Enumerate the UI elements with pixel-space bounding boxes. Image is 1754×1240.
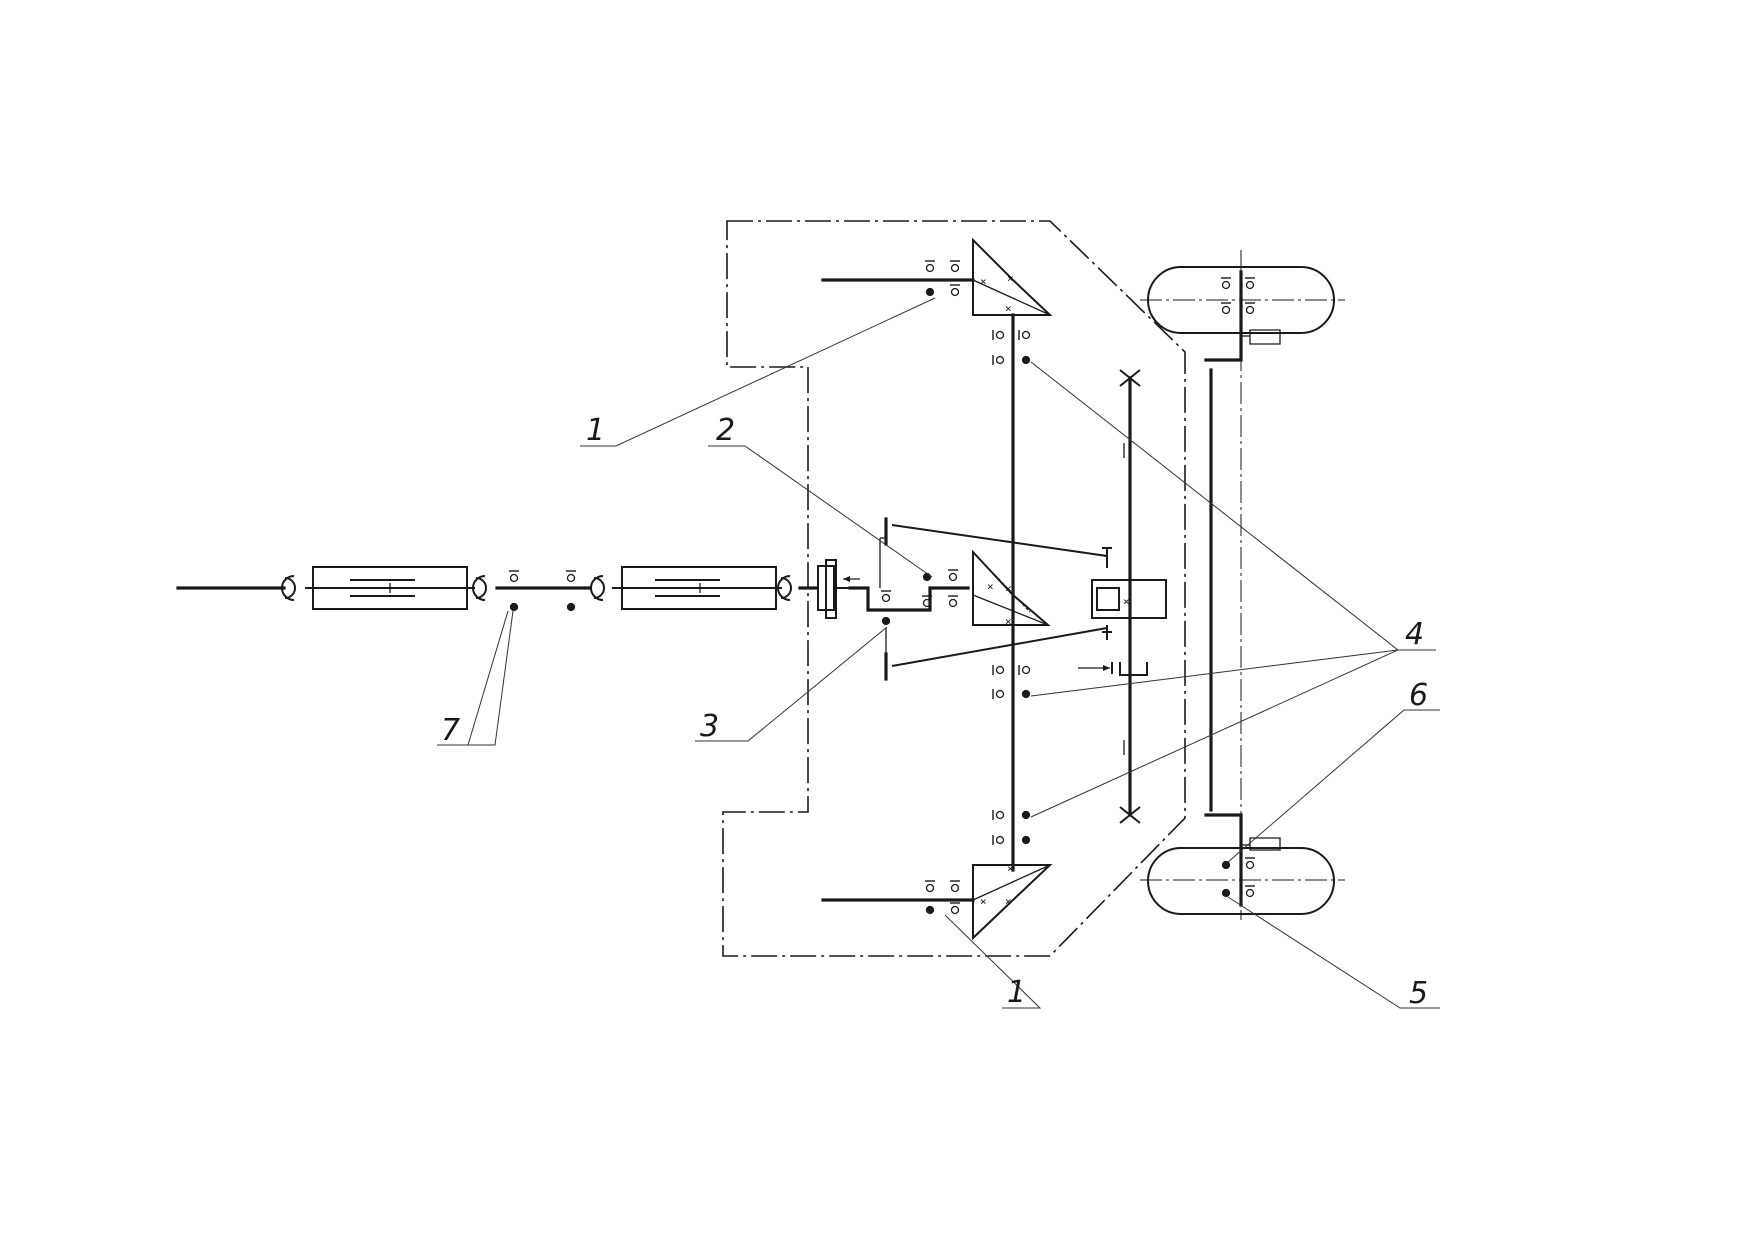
callout-6: 6 <box>1409 678 1428 713</box>
svg-text:×: × <box>980 895 987 908</box>
callout-labels: 1 2 3 4 5 6 7 1 <box>441 413 1428 1011</box>
callout-2: 2 <box>716 413 735 448</box>
svg-text:×: × <box>980 275 987 288</box>
clutch <box>798 559 860 619</box>
svg-text:×: × <box>1007 272 1014 285</box>
callout-1-bottom: 1 <box>1007 975 1026 1010</box>
wheel-axle <box>1140 250 1345 920</box>
output-sprocket-shaft: × <box>1078 369 1167 824</box>
central-bevel-gear: × × × <box>972 549 1051 628</box>
callout-5: 5 <box>1409 976 1428 1011</box>
svg-text:×: × <box>1123 595 1130 608</box>
callout-3: 3 <box>700 709 719 744</box>
svg-text:×: × <box>1005 302 1012 315</box>
callout-1-top: 1 <box>586 413 605 448</box>
callout-4: 4 <box>1405 617 1424 652</box>
input-drive-line <box>176 566 792 612</box>
svg-text:×: × <box>1007 862 1014 875</box>
housing-outline <box>722 220 1186 957</box>
leader-lines <box>437 297 1440 1009</box>
svg-text:×: × <box>987 580 994 593</box>
top-bevel-gear: × × × <box>821 237 1053 316</box>
bottom-bevel-gear: × × × <box>821 862 1053 941</box>
reduction-stage <box>848 517 1108 681</box>
svg-text:×: × <box>1005 615 1012 628</box>
svg-text:×: × <box>1005 582 1012 595</box>
callout-7: 7 <box>441 713 460 748</box>
svg-text:×: × <box>1005 895 1012 908</box>
